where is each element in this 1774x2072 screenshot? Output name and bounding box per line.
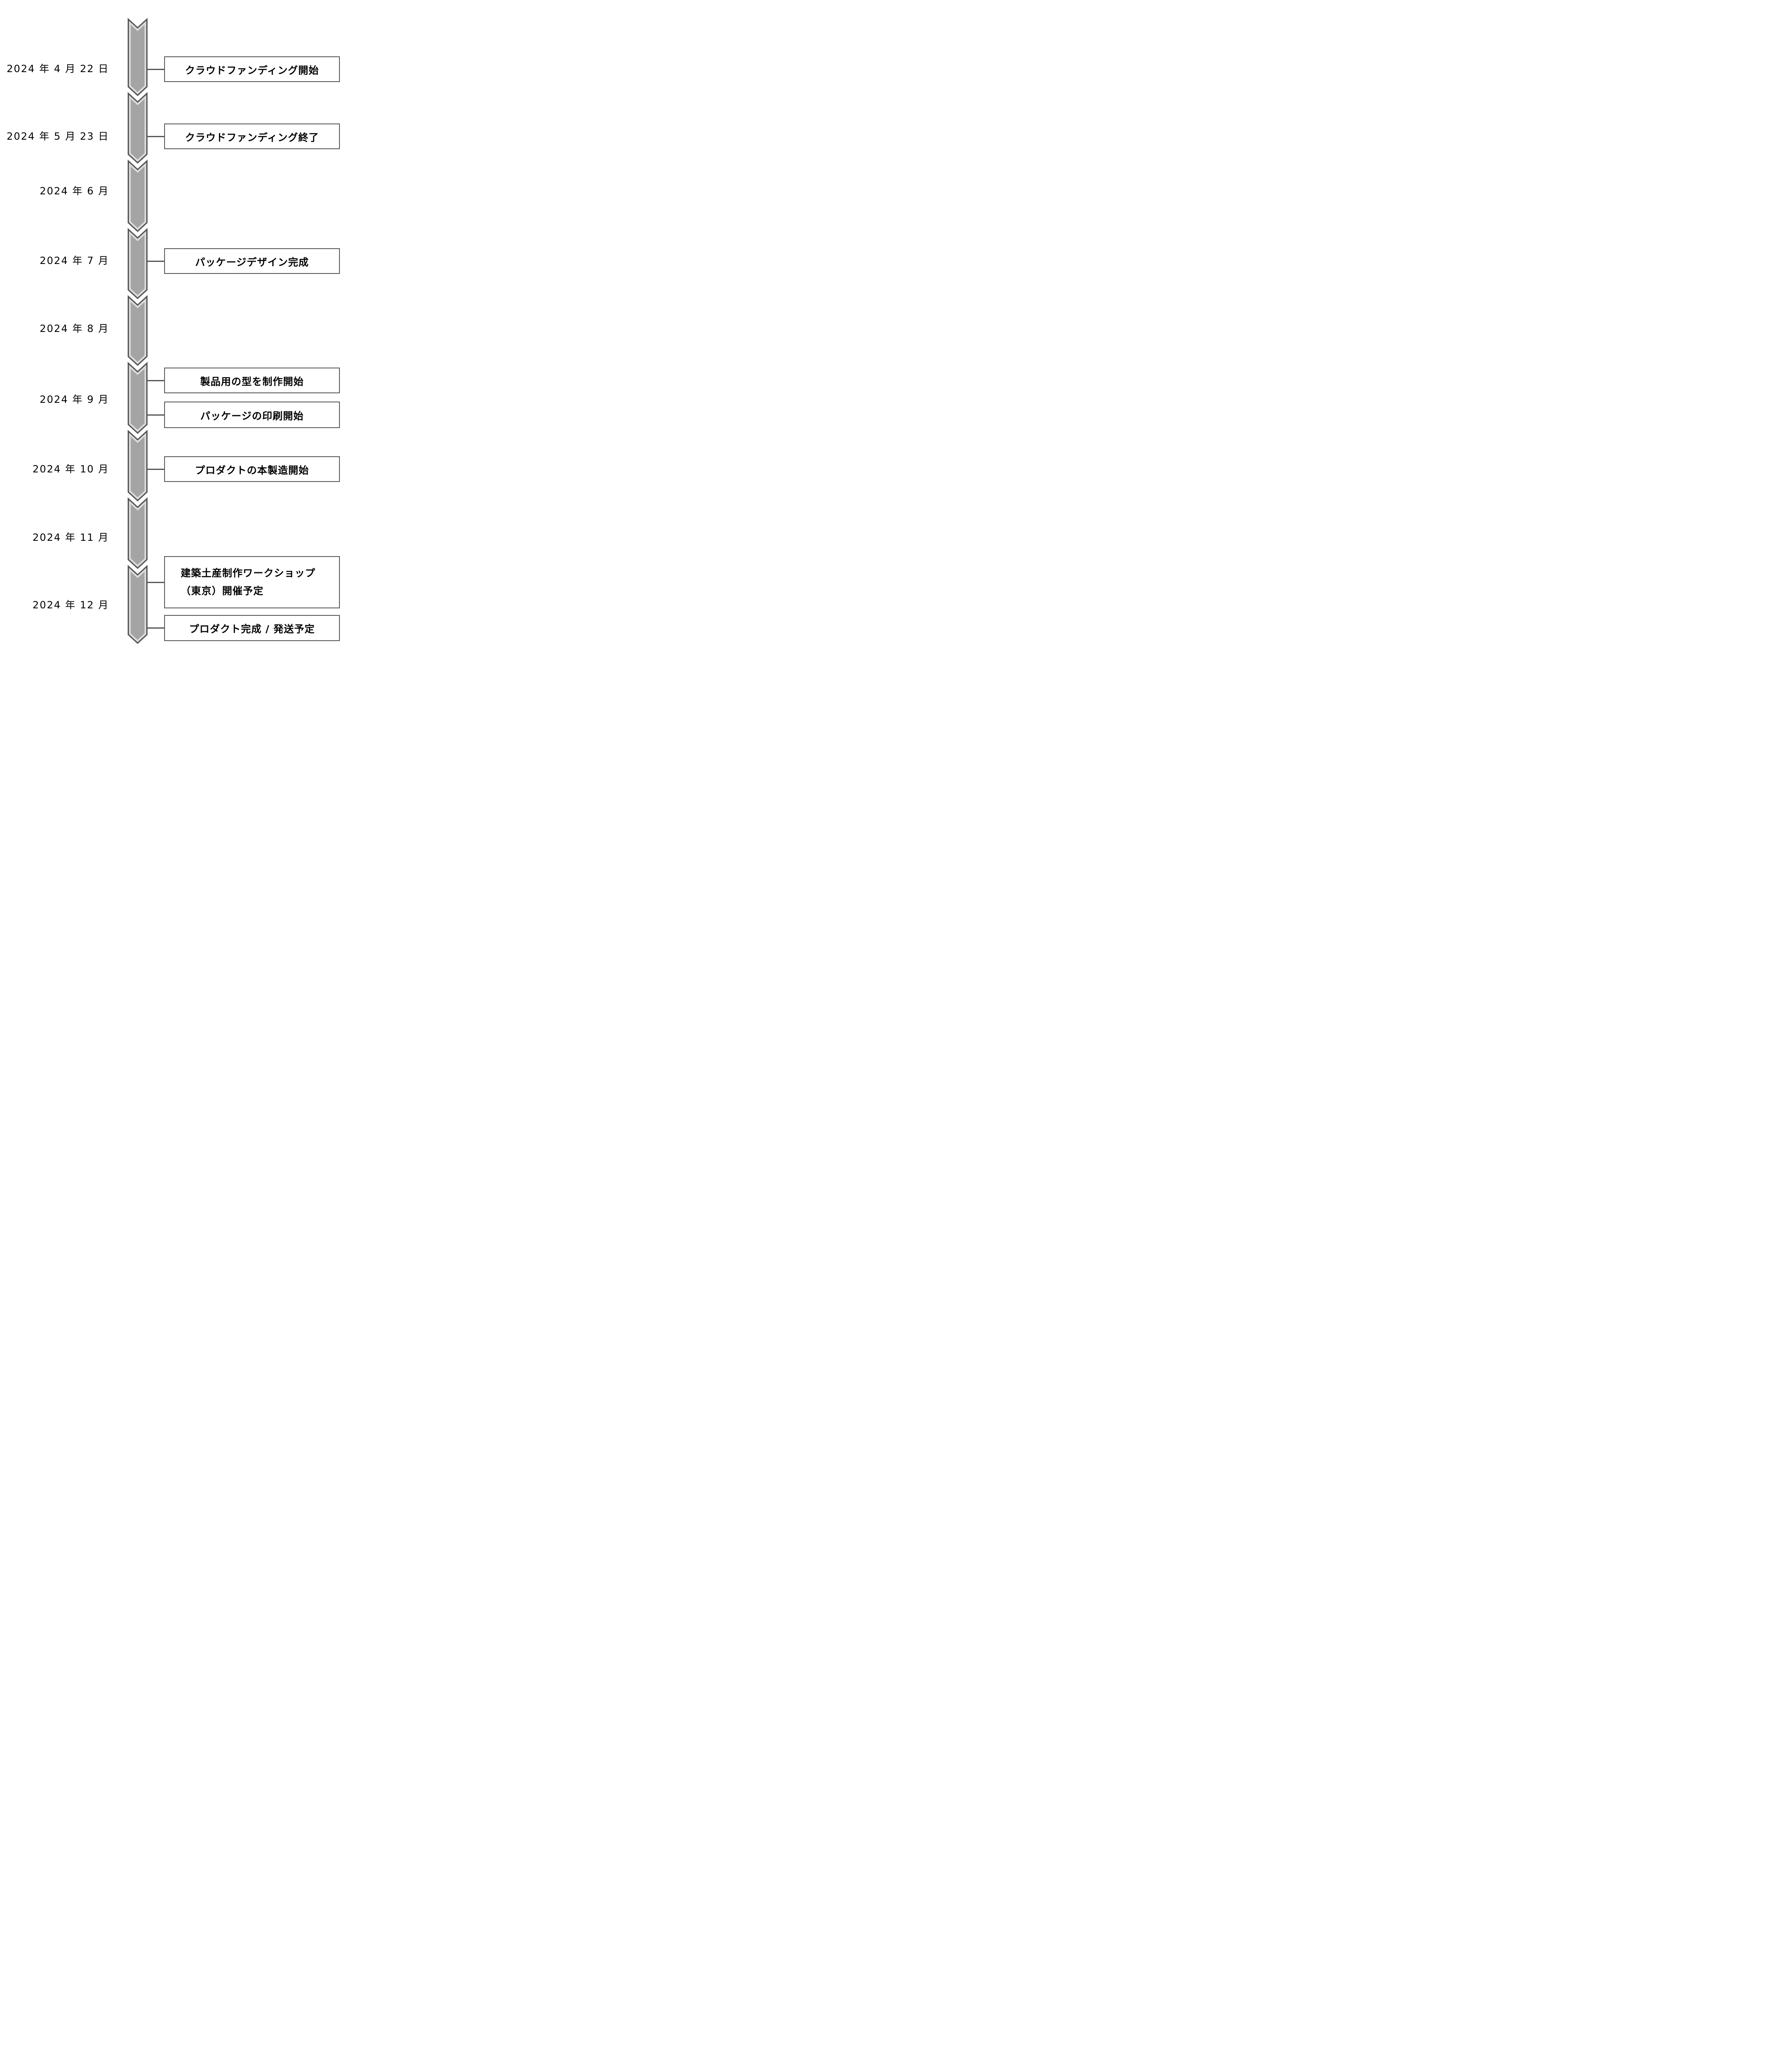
connector-line: [145, 414, 165, 416]
connector-line: [145, 136, 165, 137]
date-label: 2024 年 5 月 23 日: [6, 131, 109, 142]
date-label: 2024 年 8 月: [39, 323, 109, 334]
connector-line: [145, 68, 165, 70]
event-box-line: 建築土産制作ワークショップ: [181, 567, 315, 579]
connector-line: [145, 468, 165, 470]
event-box: クラウドファンディング終了: [164, 123, 340, 149]
event-box: 製品用の型を制作開始: [164, 368, 340, 393]
timeline-canvas: 2024 年 4 月 22 日 2024 年 5 月 23 日 2024 年 6…: [0, 0, 355, 662]
event-box: パッケージデザイン完成: [164, 248, 340, 274]
date-label: 2024 年 12 月: [32, 599, 109, 611]
timeline-chevron-arrow: [128, 18, 148, 644]
event-box: プロダクト完成 / 発送予定: [164, 615, 340, 641]
event-box: プロダクトの本製造開始: [164, 456, 340, 482]
connector-line: [145, 260, 165, 262]
connector-line: [145, 627, 165, 629]
connector-line: [145, 380, 165, 381]
date-label: 2024 年 7 月: [39, 255, 109, 266]
event-box: 建築土産制作ワークショップ （東京）開催予定: [164, 556, 340, 608]
event-box: クラウドファンディング開始: [164, 56, 340, 82]
date-label: 2024 年 9 月: [39, 394, 109, 405]
date-label: 2024 年 10 月: [32, 463, 109, 475]
date-label: 2024 年 11 月: [32, 532, 109, 543]
event-box: パッケージの印刷開始: [164, 402, 340, 428]
connector-line: [145, 581, 165, 583]
event-box-line: （東京）開催予定: [181, 585, 264, 597]
date-label: 2024 年 4 月 22 日: [6, 63, 109, 75]
date-label: 2024 年 6 月: [39, 185, 109, 197]
